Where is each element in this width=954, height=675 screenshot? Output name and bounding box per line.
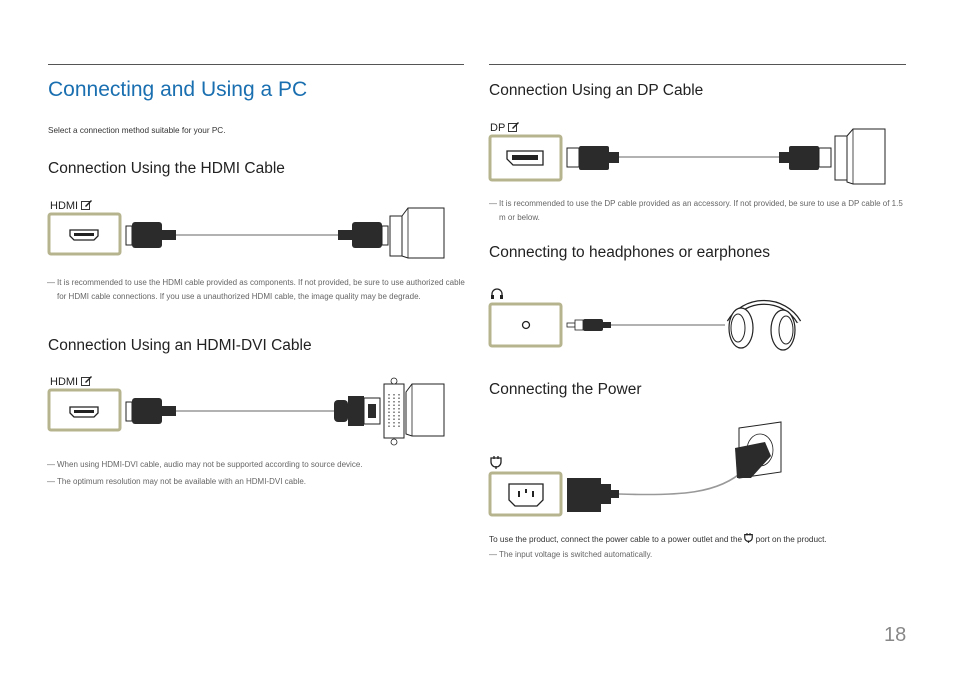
hdmi-dvi-note-1: ― When using HDMI-DVI cable, audio may n…: [47, 460, 363, 469]
dp-port-icon: [506, 150, 544, 166]
monitor-back: [834, 128, 886, 185]
dp-heading: Connection Using an DP Cable: [489, 82, 704, 99]
power-connection-diagram: [488, 421, 782, 517]
hdmi-port-label: HDMI: [50, 198, 93, 212]
audio-jack-hole: [521, 320, 531, 330]
hdmi-heading: Connection Using the HDMI Cable: [48, 160, 285, 177]
power-plug-icon: [744, 533, 754, 543]
hdmi-plug: [125, 398, 176, 424]
dp-connection-diagram: [488, 128, 886, 185]
hdmi-port-icon: [69, 406, 99, 418]
page-title: Connecting and Using a PC: [48, 78, 308, 101]
headphones-connection-diagram: [488, 299, 802, 351]
hdmi-dvi-heading: Connection Using an HDMI-DVI Cable: [48, 337, 312, 354]
hdmi-connection-diagram: [47, 207, 445, 259]
dp-note: ― It is recommended to use the DP cable …: [489, 199, 903, 222]
audio-port-panel: [488, 302, 563, 348]
note-pen-icon: [78, 200, 93, 212]
dvi-plug: [334, 396, 381, 426]
power-port-panel: [488, 471, 563, 517]
page-number: 18: [884, 624, 907, 646]
hdmi-port-icon: [69, 229, 99, 241]
hdmi-dvi-connection-diagram: [47, 377, 445, 446]
dvi-port-panel: [383, 377, 405, 446]
power-heading: Connecting the Power: [489, 381, 642, 398]
wall-outlet: [735, 421, 782, 479]
hdmi-note: ― It is recommended to use the HDMI cabl…: [47, 278, 465, 301]
power-note: ― The input voltage is switched automati…: [489, 550, 653, 559]
hdmi-plug-left: [125, 222, 176, 248]
headphone-icon: [491, 288, 503, 299]
headphones-heading: Connecting to headphones or earphones: [489, 244, 770, 261]
dp-port-label: DP: [490, 120, 520, 134]
hdmi-plug-right: [338, 222, 389, 248]
hdmi-dvi-port-label: HDMI: [50, 374, 93, 388]
power-plug: [567, 478, 619, 512]
power-plug-icon: [490, 456, 502, 469]
dp-plug-left: [566, 146, 619, 170]
page-intro: Select a connection method suitable for …: [48, 126, 226, 135]
hdmi-dvi-note-2: ― The optimum resolution may not be avai…: [47, 477, 306, 486]
left-column-rule: [48, 64, 464, 65]
headphones-illustration: [726, 299, 802, 351]
dp-plug-right: [779, 146, 832, 170]
note-pen-icon: [78, 376, 93, 388]
monitor-back: [389, 207, 445, 259]
audio-plug: [566, 319, 611, 331]
power-instruction: To use the product, connect the power ca…: [489, 533, 827, 544]
right-column-rule: [489, 64, 906, 65]
note-pen-icon: [505, 122, 520, 134]
monitor-back: [405, 383, 445, 437]
ac-inlet-icon: [508, 483, 544, 507]
